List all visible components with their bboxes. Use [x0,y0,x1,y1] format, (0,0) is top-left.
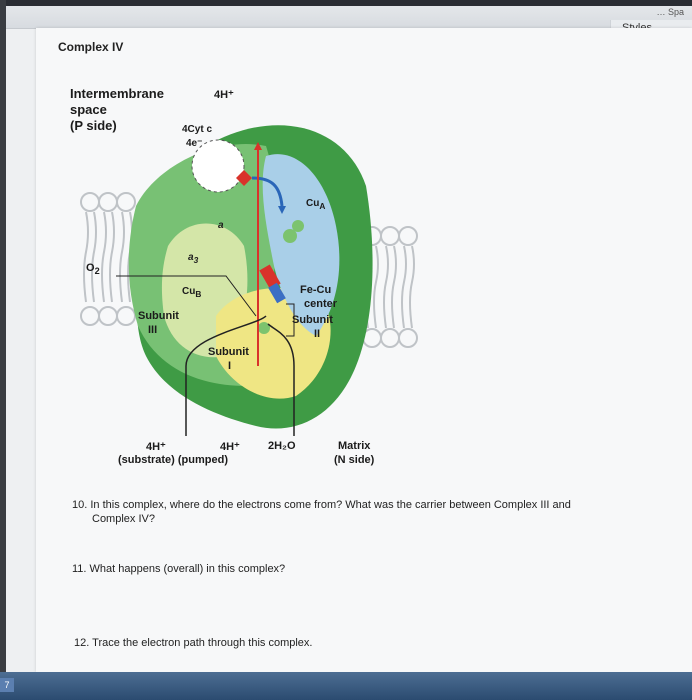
region-top-3: (P side) [70,118,117,133]
subunit-iii-label-2: III [148,324,157,336]
document-page[interactable]: Complex IV [36,28,692,672]
question-12: 12. Trace the electron path through this… [74,636,312,650]
section-title: Complex IV [58,40,123,54]
membrane-left [81,193,135,325]
region-top-2: space [70,102,107,117]
cua-label: CuA [306,198,325,211]
cytc-label: 4Cyt c [182,124,212,135]
fecu-label-2: center [304,298,337,310]
subunit-i-label-1: Subunit [208,346,249,358]
o2-label: O2 [86,262,100,276]
region-top-1: Intermembrane [70,86,164,101]
question-10: 10. In this complex, where do the electr… [72,498,571,512]
fecu-label-1: Fe-Cu [300,284,331,296]
ribbon-bar: … Spa [6,6,692,29]
substrate-pumped-label: (substrate) (pumped) [118,454,228,466]
matrix-label-2: (N side) [334,454,374,466]
cua-center-2 [292,220,304,232]
matrix-label-1: Matrix [338,440,370,452]
word-window: … Spa Styles Complex IV [6,6,692,672]
taskbar [0,672,692,700]
h-pumped-label: 4H⁺ [220,440,240,453]
taskbar-app-icon[interactable]: 7 [0,678,14,692]
a-label: a [218,220,224,231]
cub-label: CuB [182,286,201,299]
h-top-label: 4H⁺ [214,88,234,101]
subunit-ii-label-1: Subunit [292,314,333,326]
a3-label: a3 [188,252,198,265]
subunit-i-label-2: I [228,360,231,372]
ribbon-overflow-text: … Spa [656,7,684,17]
h-substrate-label: 4H⁺ [146,440,166,453]
subunit-ii-label-2: II [314,328,320,340]
subunit-iii-label-1: Subunit [138,310,179,322]
question-10-cont: Complex IV? [92,512,155,526]
question-11: 11. What happens (overall) in this compl… [72,562,285,576]
water-label: 2H₂O [268,440,296,452]
electrons-label: 4e⁻ [186,138,202,149]
